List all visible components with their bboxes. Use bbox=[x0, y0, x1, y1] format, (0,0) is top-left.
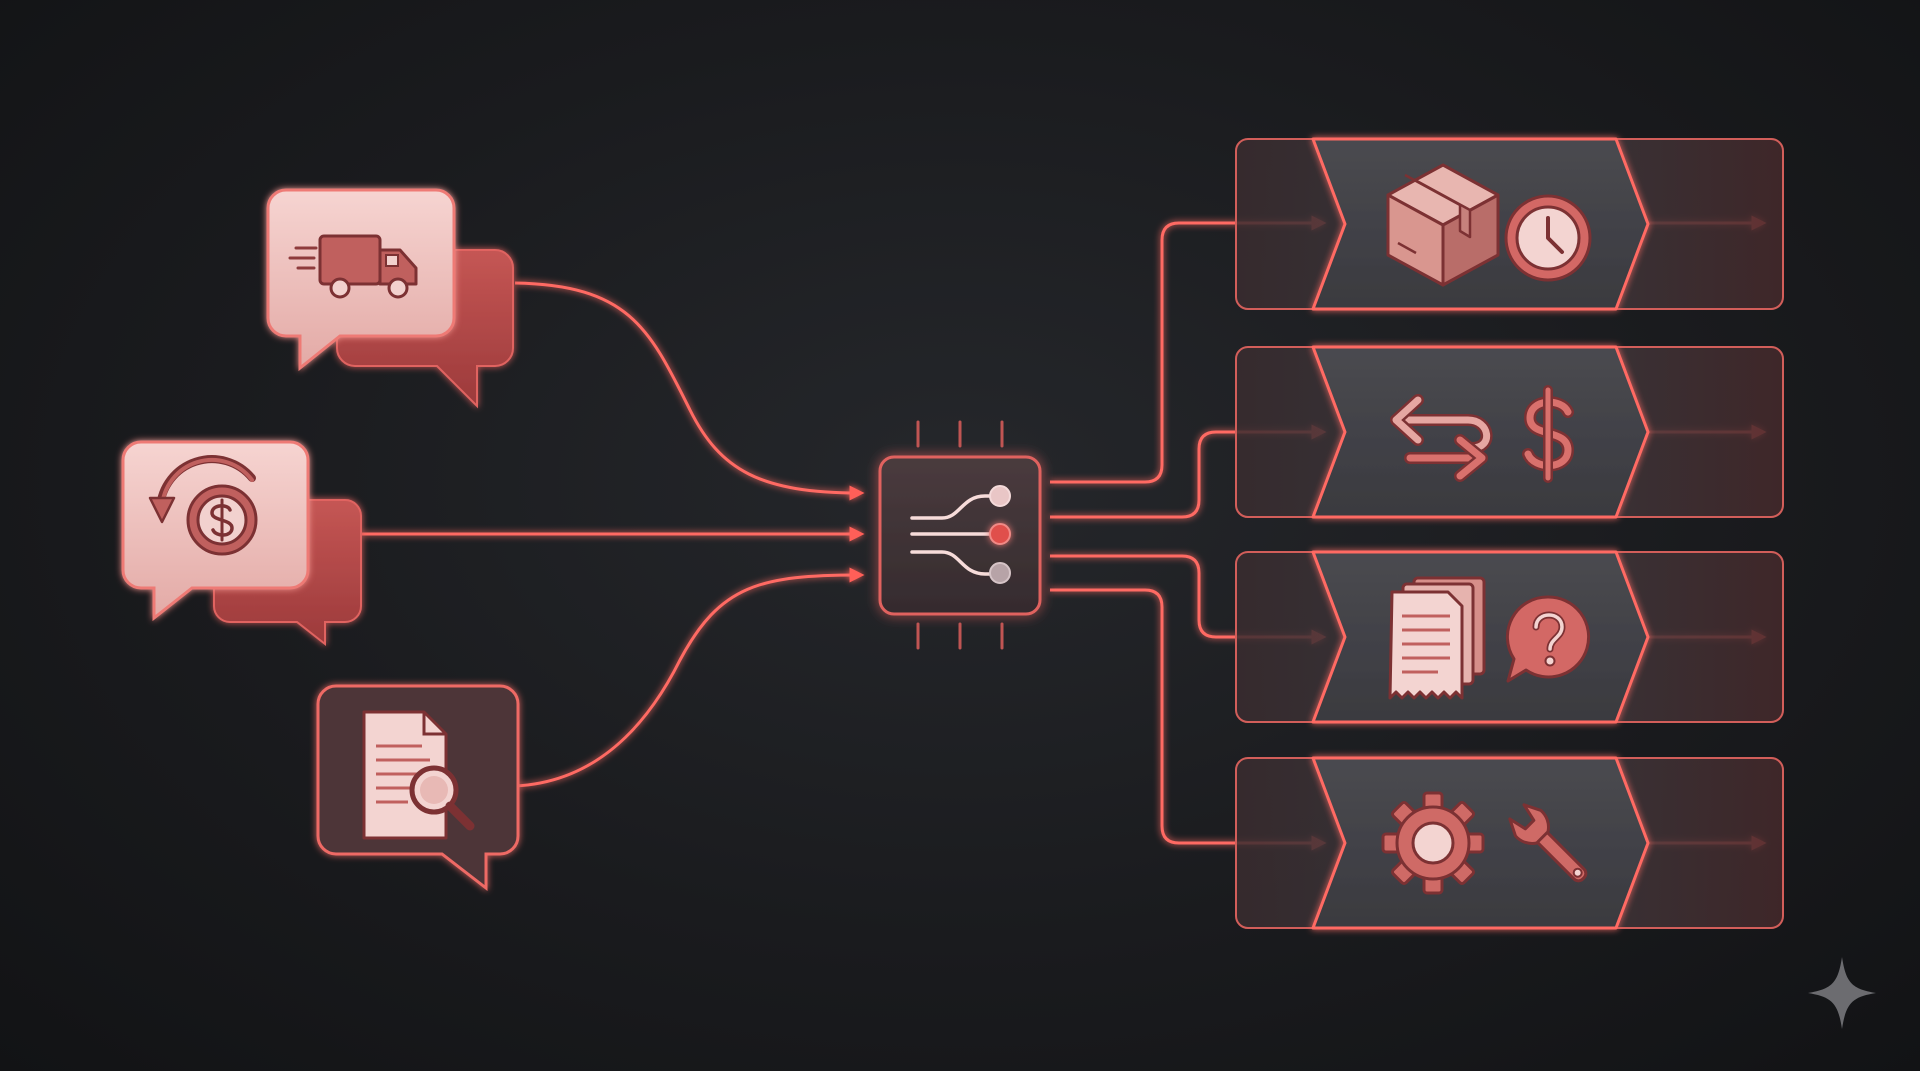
output-line-3 bbox=[1050, 554, 1327, 645]
refund-dollar-icon bbox=[148, 455, 258, 556]
gear-icon bbox=[1381, 791, 1485, 895]
input-line-shipping bbox=[514, 281, 865, 501]
router-chip bbox=[878, 420, 1042, 650]
output-panel-documents-help bbox=[1235, 550, 1784, 724]
sparkle-icon bbox=[1808, 957, 1876, 1029]
indicator-middle bbox=[989, 523, 1011, 545]
input-message-refund bbox=[121, 440, 362, 647]
output-panel-order-tracking bbox=[1235, 137, 1784, 311]
indicator-top bbox=[989, 485, 1011, 507]
output-panel-technical-support bbox=[1235, 756, 1784, 930]
input-message-shipping bbox=[266, 188, 514, 409]
output-line-1 bbox=[1050, 215, 1327, 484]
input-line-document bbox=[514, 567, 865, 788]
document-search-icon bbox=[362, 710, 475, 840]
indicator-bottom bbox=[989, 562, 1011, 584]
chip-pins bbox=[916, 420, 1004, 650]
delivery-truck-icon bbox=[288, 234, 418, 299]
router-chip-icon bbox=[910, 494, 994, 576]
dollar-sign-icon bbox=[1522, 385, 1575, 483]
package-box-icon bbox=[1386, 163, 1500, 287]
question-bubble-icon bbox=[1505, 595, 1591, 683]
output-line-2 bbox=[1050, 424, 1327, 519]
documents-icon bbox=[1388, 576, 1486, 700]
output-line-4 bbox=[1050, 588, 1327, 851]
input-message-document bbox=[316, 684, 520, 892]
exchange-arrows-icon bbox=[1390, 394, 1493, 482]
output-panel-returns-billing bbox=[1235, 345, 1784, 519]
clock-icon bbox=[1504, 194, 1592, 282]
connector-lines bbox=[360, 215, 1767, 851]
wrench-icon bbox=[1508, 803, 1588, 883]
